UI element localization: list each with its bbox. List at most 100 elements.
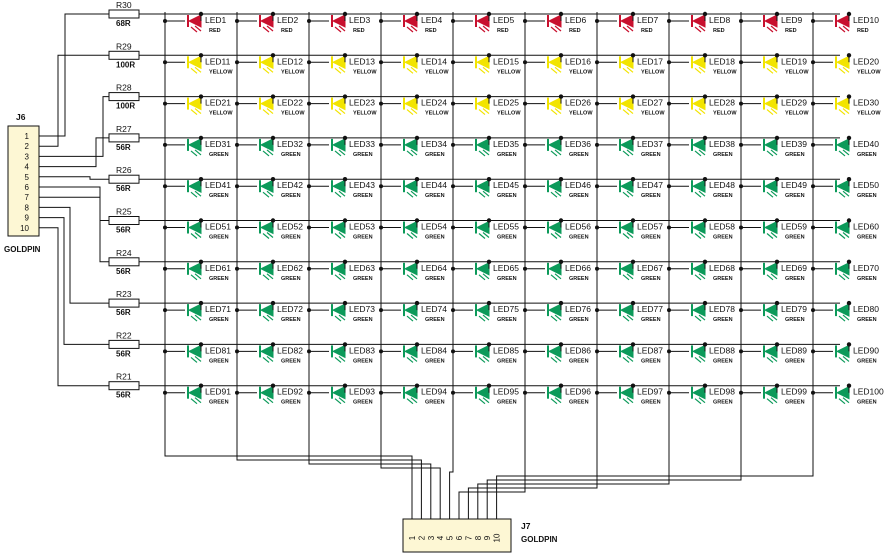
junction-dot <box>667 60 671 65</box>
junction-dot <box>630 177 636 182</box>
led-label: LED10 <box>853 15 879 25</box>
led-ray <box>622 398 630 405</box>
junction-dot <box>811 349 815 354</box>
junction-dot <box>630 11 636 17</box>
led-symbol <box>835 344 850 359</box>
junction-dot <box>235 266 239 271</box>
led-symbol <box>403 14 418 28</box>
resistor-body <box>108 92 140 102</box>
led-ray <box>478 109 486 116</box>
led-color-label: GREEN <box>353 276 373 282</box>
led-label: LED74 <box>421 304 447 314</box>
led-color-label: RED <box>641 28 653 34</box>
led-ray <box>410 25 418 32</box>
led-ray <box>698 273 706 280</box>
led-ray <box>694 191 702 198</box>
led-label: LED37 <box>637 139 663 149</box>
led-ray <box>406 315 414 322</box>
junction-dot <box>558 177 564 182</box>
junction-dot <box>774 259 780 264</box>
junction-dot <box>846 218 852 223</box>
led-symbol <box>547 261 562 276</box>
junction-dot <box>270 259 276 264</box>
led-ray <box>622 356 630 363</box>
led-symbol <box>691 138 706 152</box>
junction-dot <box>667 349 671 354</box>
junction-dot <box>414 11 420 17</box>
led-label: LED77 <box>637 304 663 314</box>
resistor-group: R3068RR29100RR28100RR2756RR2656RR2556RR2… <box>108 0 140 400</box>
junction-dot <box>270 342 276 347</box>
led-ray <box>190 150 198 157</box>
led-ray <box>482 25 490 32</box>
junction-dot <box>811 184 815 189</box>
resistor-body <box>108 133 140 143</box>
junction-dot <box>379 308 383 313</box>
led-color-label: GREEN <box>209 193 229 199</box>
connector-j6-pin-label: 1 <box>25 132 30 141</box>
led-ray <box>770 149 778 156</box>
led-ray <box>478 315 486 322</box>
junction-dot <box>523 60 527 65</box>
junction-dot <box>774 135 780 141</box>
led-ray <box>266 149 274 156</box>
resistor-name: R26 <box>116 165 132 175</box>
led-ray <box>554 66 562 73</box>
led-ray <box>554 25 562 32</box>
led-color-label: GREEN <box>497 193 517 199</box>
led-label: LED70 <box>853 263 879 273</box>
junction-dot <box>739 184 743 189</box>
junction-dot <box>486 177 492 182</box>
led-color-label: YELLOW <box>569 111 593 117</box>
led-label: LED67 <box>637 263 663 273</box>
led-ray <box>698 190 706 197</box>
led-label: LED92 <box>277 387 303 397</box>
col-route-8 <box>477 450 670 519</box>
led-ray <box>550 356 558 363</box>
led-label: LED59 <box>781 222 807 232</box>
led-symbol <box>691 179 706 194</box>
led-symbol <box>475 261 490 276</box>
led-symbol <box>403 385 418 400</box>
connector-j6-pin-label: 3 <box>25 152 30 161</box>
connector-j7-body <box>402 518 512 553</box>
led-ray <box>410 108 418 115</box>
led-color-label: GREEN <box>641 317 661 323</box>
led-ray <box>334 26 342 33</box>
junction-dot <box>198 94 204 99</box>
led-label: LED48 <box>709 180 735 190</box>
led-color-label: GREEN <box>569 152 589 158</box>
led-symbol <box>835 96 850 111</box>
led-symbol <box>187 96 202 111</box>
led-ray <box>478 356 486 363</box>
led-color-label: GREEN <box>569 400 589 406</box>
junction-dot <box>811 266 815 271</box>
led-symbol <box>763 179 778 194</box>
led-color-label: GREEN <box>569 235 589 241</box>
led-color-label: YELLOW <box>857 69 881 75</box>
junction-dot <box>558 218 564 223</box>
led-symbol <box>187 220 202 235</box>
junction-dot <box>486 383 492 388</box>
led-symbol <box>547 179 562 194</box>
led-color-label: GREEN <box>641 193 661 199</box>
led-ray <box>262 398 270 405</box>
led-label: LED96 <box>565 387 591 397</box>
junction-dot <box>414 300 420 306</box>
led-color-label: GREEN <box>425 235 445 241</box>
led-ray <box>766 233 774 239</box>
led-ray <box>838 109 846 116</box>
